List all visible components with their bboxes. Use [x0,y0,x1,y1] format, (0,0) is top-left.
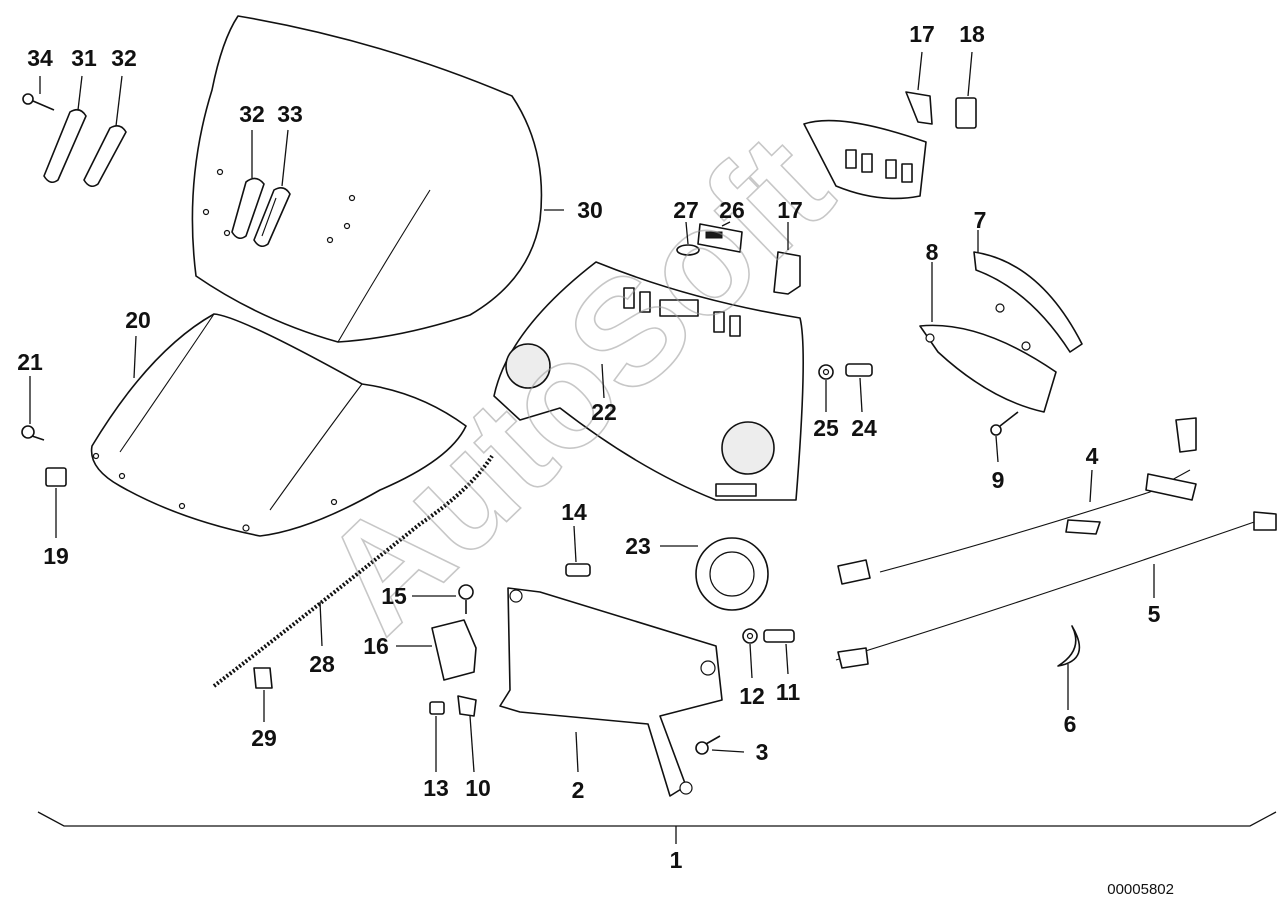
relay-16[interactable] [431,619,477,681]
nut-13[interactable] [429,701,445,715]
callout-4: 4 [1086,443,1099,469]
drawing-code: 00005802 [1107,881,1174,898]
callout-17-mid: 17 [777,197,803,223]
callout-10: 10 [465,775,491,801]
strip-32[interactable] [83,124,127,188]
callout-3: 3 [756,739,769,765]
clip-10[interactable] [457,695,477,717]
callout-26: 26 [719,197,745,223]
assembly-bracket [37,811,1277,844]
clip-nut-19[interactable] [45,467,67,487]
grommet-27[interactable] [676,244,700,256]
callout-29: 29 [251,725,277,751]
windshield[interactable] [191,15,543,343]
wiring-harness-5[interactable] [835,511,1277,669]
callout-31: 31 [71,45,97,71]
bracket-17b[interactable] [773,251,801,295]
switch-18[interactable] [955,97,977,129]
strip-31[interactable] [43,108,87,184]
frame-bracket-2[interactable] [499,587,723,797]
switch-holder[interactable] [803,119,927,200]
leader-lines [29,51,1155,773]
callout-13: 13 [423,775,449,801]
clamping-strip-32-33[interactable] [231,177,291,248]
callout-34: 34 [27,45,53,71]
callout-1: 1 [670,847,683,873]
washer-25[interactable] [818,364,834,380]
callout-labels: 34 31 32 32 33 30 20 21 19 17 18 27 26 1… [17,21,1160,873]
fairing-trim-20[interactable] [90,313,467,537]
callout-28: 28 [309,651,335,677]
switch-17a[interactable] [905,91,933,125]
callout-33: 33 [277,101,303,127]
callout-23: 23 [625,533,651,559]
screw-24[interactable] [845,363,873,377]
callout-19: 19 [43,543,69,569]
callout-21: 21 [17,349,43,375]
holder-8[interactable] [919,324,1057,413]
callout-32-windshield: 32 [239,101,265,127]
cable-holder-29[interactable] [253,667,273,689]
gasket-23[interactable] [695,537,769,611]
callout-18: 18 [959,21,985,47]
callout-22: 22 [591,399,617,425]
screw-11[interactable] [763,629,795,643]
callout-5: 5 [1148,601,1161,627]
switch-cover-26[interactable] [697,223,743,253]
clip-6[interactable] [1057,625,1081,667]
screw-3[interactable] [695,735,721,755]
screw-34[interactable] [22,93,55,111]
callout-2: 2 [572,777,585,803]
callout-32-top: 32 [111,45,137,71]
callout-9: 9 [992,467,1005,493]
callout-27: 27 [673,197,699,223]
callout-6: 6 [1064,711,1077,737]
screw-21[interactable] [21,425,45,441]
callout-15: 15 [381,583,407,609]
callout-17-top: 17 [909,21,935,47]
callout-24: 24 [851,415,877,441]
instrument-carrier-22[interactable] [493,261,804,501]
callout-30: 30 [577,197,603,223]
callout-11: 11 [776,679,801,705]
callout-25: 25 [813,415,839,441]
bracket-7[interactable] [973,251,1083,353]
callout-12: 12 [739,683,765,709]
wiring-harness-4[interactable] [837,417,1197,585]
screw-14[interactable] [565,563,591,577]
callout-16: 16 [363,633,389,659]
screw-15[interactable] [458,584,474,614]
callout-8: 8 [926,239,939,265]
callout-14: 14 [561,499,587,525]
screw-9[interactable] [990,411,1019,436]
callout-20: 20 [125,307,151,333]
callout-7: 7 [974,207,987,233]
washer-12[interactable] [742,628,758,644]
